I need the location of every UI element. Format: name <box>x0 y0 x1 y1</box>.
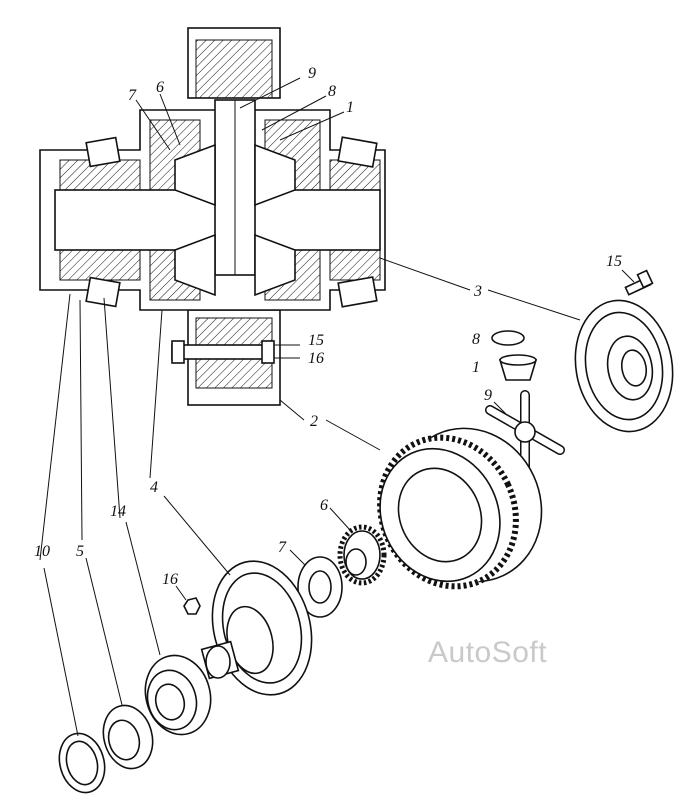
callout-15-right: 15 <box>606 253 622 270</box>
callout-9-right: 9 <box>484 387 492 404</box>
callout-6-low: 6 <box>320 497 328 514</box>
watermark-text: AutoSoft <box>428 636 548 669</box>
side-gear-6 <box>337 524 387 586</box>
callout-5: 5 <box>76 543 84 560</box>
bolt-15 <box>624 269 654 296</box>
callout-8-right: 8 <box>472 331 480 348</box>
bearing-14 <box>144 654 212 736</box>
thrust-washer-7 <box>297 556 343 618</box>
callout-3: 3 <box>473 283 482 300</box>
callout-2: 2 <box>310 413 318 430</box>
callout-9-top: 9 <box>308 65 316 82</box>
callout-15-mid: 15 <box>308 332 324 349</box>
callout-labels: 9 8 1 7 6 3 15 8 1 9 15 16 2 4 6 7 16 14… <box>34 65 622 588</box>
leader-lines <box>39 77 635 737</box>
callout-16-mid: 16 <box>308 350 324 367</box>
callout-7-low: 7 <box>278 539 287 556</box>
callout-10: 10 <box>34 543 50 560</box>
ring-gear-2 <box>377 427 543 590</box>
callout-6-top: 6 <box>156 79 164 96</box>
callout-4: 4 <box>150 479 158 496</box>
spider-cross-9 <box>485 390 565 475</box>
callout-8-top: 8 <box>328 83 336 100</box>
callout-14: 14 <box>110 503 126 520</box>
case-half-right <box>574 299 674 433</box>
roller-bearing-5 <box>102 704 154 770</box>
satellite-gear-1 <box>498 354 538 381</box>
callout-1-right: 1 <box>472 359 480 376</box>
case-half-left <box>200 560 313 696</box>
nut-16 <box>183 597 201 615</box>
callout-16-low: 16 <box>162 571 178 588</box>
callout-1-top: 1 <box>346 99 354 116</box>
lock-ring-10 <box>58 732 106 794</box>
differential-section-assembly <box>39 27 386 406</box>
washer-8 <box>491 330 525 346</box>
callout-7-top: 7 <box>128 87 137 104</box>
